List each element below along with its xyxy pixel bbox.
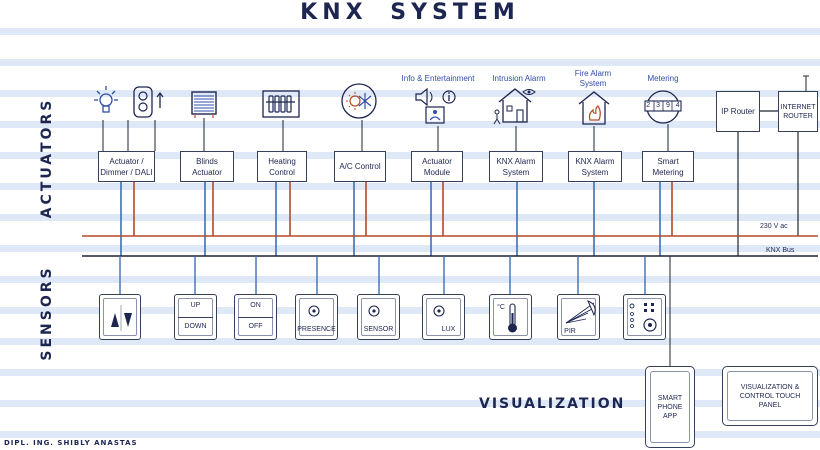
touch-panel[interactable]: VISUALIZATION & CONTROL TOUCH PANEL bbox=[722, 366, 818, 426]
ip-router-label: IP Router bbox=[721, 107, 755, 116]
info-entertainment-label: Info & Entertainment bbox=[401, 74, 475, 83]
actuator-module-box[interactable]: Actuator Module bbox=[411, 151, 463, 182]
blinds-actuator-label: Blinds Actuator bbox=[192, 156, 222, 177]
touch-panel-label: VISUALIZATION & CONTROL TOUCH PANEL bbox=[727, 371, 813, 421]
ac-control-box[interactable]: A/C Control bbox=[334, 151, 386, 182]
metering-label: Metering bbox=[647, 74, 679, 83]
lux-dot-icon bbox=[433, 305, 445, 317]
smart-metering-box[interactable]: Smart Metering bbox=[642, 151, 694, 182]
knx-alarm-system-box-2[interactable]: KNX Alarm System bbox=[568, 151, 622, 182]
smart-metering-label: Smart Metering bbox=[652, 156, 684, 177]
celsius-label: °C bbox=[497, 304, 505, 311]
meter-digits: 2 3 9 4 bbox=[646, 102, 682, 109]
up-label: UP bbox=[190, 302, 201, 309]
author-credit: DIPL. ING. SHIBLY ANASTAS bbox=[4, 439, 138, 447]
bulb-dimmer-icon bbox=[94, 86, 164, 118]
smart-phone-app[interactable]: SMART PHONE APP bbox=[645, 366, 695, 448]
meter-icon bbox=[644, 90, 682, 124]
actuator-module-label: Actuator Module bbox=[422, 156, 452, 177]
speaker-info-icon bbox=[415, 87, 456, 124]
control-panel-icon bbox=[629, 303, 657, 332]
internet-router-label: INTERNET ROUTER bbox=[780, 103, 816, 120]
ac-bus-label: 230 V ac bbox=[760, 223, 788, 230]
radiator-icon bbox=[262, 90, 300, 118]
sensor-up-down-switch[interactable]: UP DOWN bbox=[174, 294, 217, 340]
knx-alarm-system-label-1: KNX Alarm System bbox=[496, 156, 536, 177]
sensor-on-off-switch[interactable]: ON OFF bbox=[234, 294, 277, 340]
ip-router-box[interactable]: IP Router bbox=[716, 91, 760, 132]
on-label: ON bbox=[250, 302, 261, 309]
blinds-actuator-box[interactable]: Blinds Actuator bbox=[180, 151, 234, 182]
heating-control-label: Heating Control bbox=[268, 156, 296, 177]
internet-router-box[interactable]: INTERNET ROUTER bbox=[778, 91, 818, 132]
house-eye-icon bbox=[493, 88, 536, 125]
pir-icon bbox=[565, 300, 596, 324]
ac-control-label: A/C Control bbox=[339, 162, 381, 171]
actuator-dimmer-box[interactable]: Actuator / Dimmer / DALI bbox=[98, 151, 155, 182]
sensor-dot-icon bbox=[368, 305, 380, 317]
blinds-icon bbox=[191, 91, 217, 118]
actuator-dimmer-label: Actuator / Dimmer / DALI bbox=[100, 156, 153, 177]
thermometer-icon bbox=[508, 303, 517, 333]
presence-dot-icon bbox=[308, 305, 320, 317]
intrusion-alarm-label: Intrusion Alarm bbox=[492, 74, 546, 83]
knx-bus-label: KNX Bus bbox=[766, 247, 795, 254]
off-label: OFF bbox=[248, 323, 263, 330]
sensor-pir[interactable]: PIR bbox=[557, 294, 600, 340]
ac-icon bbox=[341, 83, 377, 119]
sensor-generic[interactable]: SENSOR bbox=[357, 294, 400, 340]
heating-control-box[interactable]: Heating Control bbox=[257, 151, 307, 182]
up-down-arrows-icon bbox=[111, 305, 132, 331]
sensor-thermostat[interactable]: °C bbox=[489, 294, 532, 340]
sensor-arrows-switch[interactable] bbox=[99, 294, 141, 340]
sensor-control-panel[interactable] bbox=[623, 294, 666, 340]
pir-label: PIR bbox=[564, 328, 576, 335]
sensor-label: SENSOR bbox=[363, 326, 394, 333]
fire-alarm-label: Fire Alarm System bbox=[574, 69, 612, 88]
presence-label: PRESENCE bbox=[297, 326, 336, 333]
sensor-lux[interactable]: LUX bbox=[422, 294, 465, 340]
page-title: KNX SYSTEM bbox=[300, 0, 520, 25]
lux-label: LUX bbox=[441, 326, 456, 333]
sensor-presence[interactable]: PRESENCE bbox=[295, 294, 338, 340]
smart-phone-app-label: SMART PHONE APP bbox=[650, 371, 690, 443]
knx-alarm-system-box-1[interactable]: KNX Alarm System bbox=[489, 151, 543, 182]
visualization-heading: VISUALIZATION bbox=[479, 396, 626, 412]
house-fire-icon bbox=[578, 91, 610, 125]
knx-alarm-system-label-2: KNX Alarm System bbox=[575, 156, 615, 177]
down-label: DOWN bbox=[184, 323, 207, 330]
